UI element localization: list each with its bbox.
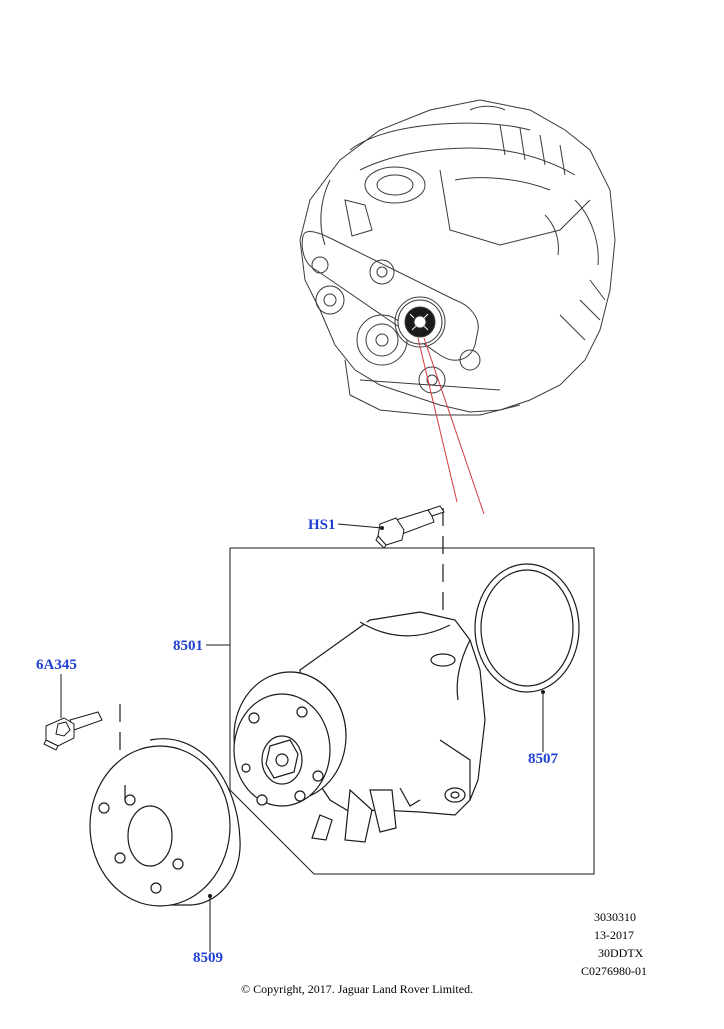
meta-line-4: C0276980-01 [581,964,647,978]
water-pump-8501[interactable] [233,611,486,843]
meta-line-1: 3030310 [594,910,636,924]
callout-8507[interactable]: 8507 [528,751,558,767]
callout-8501[interactable]: 8501 [173,638,203,654]
engine-assembly [299,99,616,416]
meta-line-2: 13-2017 [594,928,634,942]
leader-lines [60,523,544,952]
bolt-6a345[interactable] [43,711,103,751]
callout-8509[interactable]: 8509 [193,950,223,966]
callout-6a345[interactable]: 6A345 [36,657,77,673]
pulley-8509[interactable] [89,738,241,907]
callout-hs1[interactable]: HS1 [308,517,336,533]
bolt-hs1[interactable] [375,505,445,549]
leader-dots [208,526,545,898]
meta-line-3: 30DDTX [598,946,644,960]
copyright-notice: © Copyright, 2017. Jaguar Land Rover Lim… [241,982,474,996]
o-ring-8507[interactable] [474,563,580,693]
assembly-outline-box [229,547,595,875]
engine-guide-lines [417,337,485,515]
